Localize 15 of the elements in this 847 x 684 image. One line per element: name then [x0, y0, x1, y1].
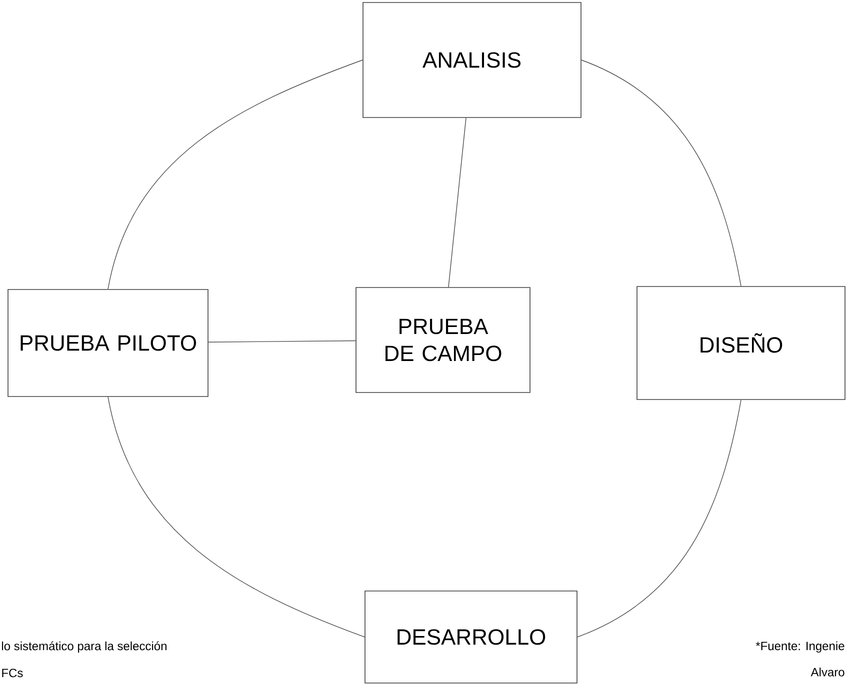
connector-line	[577, 400, 742, 638]
note-text: *Fuente: Ingenie	[756, 641, 844, 653]
note-text: Alvaro	[810, 668, 844, 676]
process-box: DISEÑO	[636, 286, 846, 400]
connector-line	[581, 60, 742, 286]
connector-line	[448, 118, 466, 288]
connector-line	[108, 396, 365, 638]
connector-line	[208, 340, 356, 342]
connector-line	[108, 60, 363, 290]
process-box: ANALISIS	[362, 2, 582, 118]
process-box: DESARROLLO	[364, 590, 578, 684]
note-text: lo sistemático para la selección	[2, 641, 166, 653]
process-box: PRUEBA DE CAMPO	[356, 287, 530, 393]
process-box: PRUEBA PILOTO	[8, 289, 208, 397]
note-text: FCs	[2, 668, 23, 678]
